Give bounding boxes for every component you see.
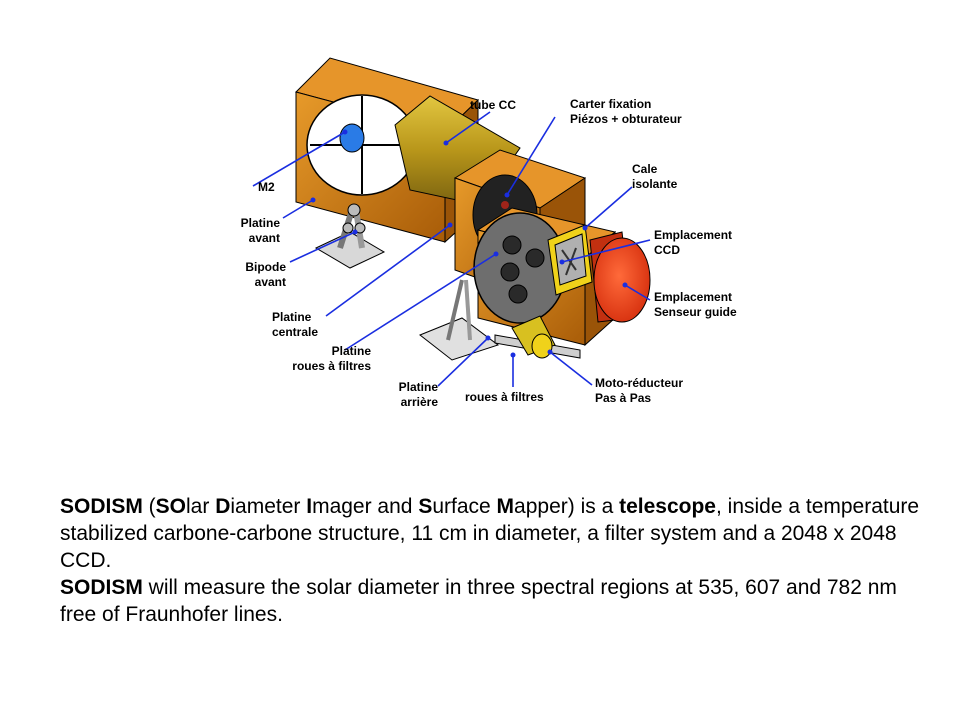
label-platine-arriere: Platine arrière <box>388 380 438 410</box>
label-moto-reducteur: Moto-réducteur Pas à Pas <box>595 376 683 406</box>
caption-run: telescope <box>619 495 716 518</box>
label-line: Platine <box>398 380 438 394</box>
label-tube-cc: tube CC <box>470 98 516 112</box>
caption-run: , inside a temperature stabilized carbon… <box>60 495 920 572</box>
caption-run: ( <box>142 495 156 518</box>
front-bipod <box>314 203 386 269</box>
label-platine-avant: Platine avant <box>228 216 280 246</box>
caption-run: urface <box>432 495 497 518</box>
label-emplacement-ccd: Emplacement CCD <box>654 228 732 258</box>
caption-run: lar <box>186 495 216 518</box>
caption: SODISM (SOlar Diameter Imager and Surfac… <box>60 493 930 628</box>
label-emplacement-senseur: Emplacement Senseur guide <box>654 290 737 320</box>
caption-run: iameter <box>230 495 307 518</box>
caption-run: I <box>306 495 313 518</box>
label-line: roues à filtres <box>292 359 371 373</box>
label-line: Emplacement <box>654 228 733 242</box>
label-cale-isolante: Cale isolante <box>632 162 677 192</box>
label-line: Emplacement <box>654 290 733 304</box>
label-line: Moto-réducteur <box>595 376 683 390</box>
caption-run: D <box>215 495 231 518</box>
leader-lines <box>252 111 651 387</box>
filter-wheel <box>473 212 567 324</box>
m2-mirror <box>339 123 365 153</box>
label-carter-fixation: Carter fixation Piézos + obturateur <box>570 97 682 127</box>
label-line: Piézos + obturateur <box>570 112 682 126</box>
label-line: arrière <box>400 395 438 409</box>
label-line: Senseur guide <box>654 305 737 319</box>
label-platine-roues-filtres: Platine roues à filtres <box>258 344 371 374</box>
label-line: centrale <box>272 325 319 339</box>
label-line: Bipode <box>245 260 286 274</box>
caption-run: SODISM <box>60 576 143 599</box>
label-bipode-avant: Bipode avant <box>240 260 286 290</box>
caption-paragraph-2: SODISM will measure the solar diameter i… <box>60 574 930 628</box>
label-line: isolante <box>632 177 678 191</box>
label-line: Carter fixation <box>570 97 652 111</box>
label-line: Cale <box>632 162 658 176</box>
label-roues-filtres: roues à filtres <box>465 390 544 404</box>
label-line: Platine <box>240 216 280 230</box>
instrument-diagram <box>252 57 651 387</box>
guide-sensor <box>589 231 651 323</box>
caption-run: mager and <box>312 495 419 518</box>
stepper-motor <box>511 315 556 359</box>
label-line: Platine <box>272 310 312 324</box>
caption-run: SODISM <box>60 495 143 518</box>
leader-endpoints <box>310 129 628 358</box>
label-platine-centrale: Platine centrale <box>272 310 318 340</box>
caption-run: apper) is a <box>514 495 620 518</box>
caption-run: M <box>496 495 515 518</box>
rear-bipod <box>419 279 500 361</box>
caption-run: S <box>418 495 433 518</box>
label-m2: M2 <box>258 180 275 194</box>
caption-run: SO <box>155 495 187 518</box>
label-line: Platine <box>331 344 371 358</box>
label-line: avant <box>248 231 280 245</box>
caption-run: will measure the solar diameter in three… <box>60 576 897 626</box>
caption-paragraph-1: SODISM (SOlar Diameter Imager and Surfac… <box>60 493 930 574</box>
label-line: avant <box>254 275 286 289</box>
label-line: CCD <box>654 243 680 257</box>
label-line: Pas à Pas <box>595 391 652 405</box>
